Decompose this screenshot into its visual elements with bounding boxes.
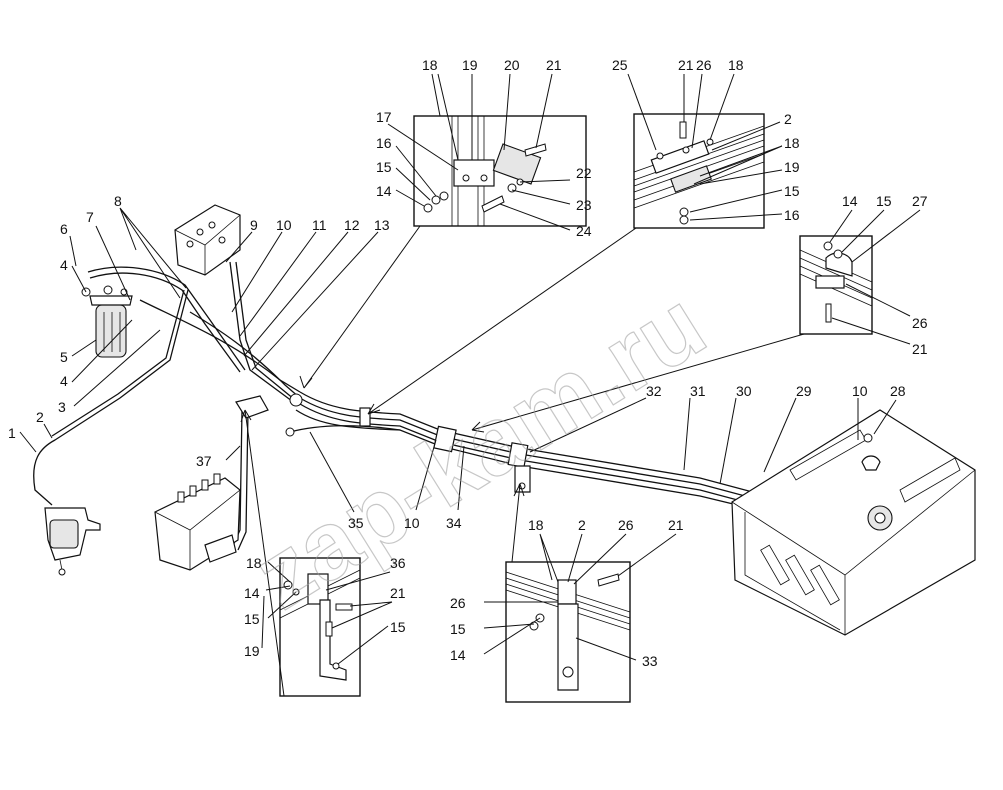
callout-label: 18 (784, 135, 800, 151)
callout-label: 21 (546, 57, 562, 73)
injection-pump (174, 204, 241, 276)
callout-label: 10 (404, 515, 420, 531)
callout-label: 19 (784, 159, 800, 175)
callout-label: 30 (736, 383, 752, 399)
callout-label: 28 (890, 383, 906, 399)
tube-end-fitting (285, 427, 295, 437)
callout-label: 15 (244, 611, 260, 627)
callout-label: 14 (842, 193, 858, 209)
callout-label: 24 (576, 223, 592, 239)
detail-frame-4 (240, 409, 361, 697)
callout-label: 23 (576, 197, 592, 213)
engine-block (154, 473, 241, 571)
callout-label: 15 (784, 183, 800, 199)
callout-label: 1 (8, 425, 16, 441)
callout-label: 26 (618, 517, 634, 533)
callout-label: 19 (462, 57, 478, 73)
callout-label: 25 (612, 57, 628, 73)
callout-label: 17 (376, 109, 392, 125)
callout-label: 15 (450, 621, 466, 637)
callout-label: 27 (912, 193, 928, 209)
callout-label: 26 (912, 315, 928, 331)
coarse-fuel-filter (44, 507, 101, 576)
callout-label: 37 (196, 453, 212, 469)
callout-label: 2 (578, 517, 586, 533)
callout-label: 16 (376, 135, 392, 151)
callout-label: 12 (344, 217, 360, 233)
callout-label: 6 (60, 221, 68, 237)
callout-label: 14 (244, 585, 260, 601)
callout-label: 10 (276, 217, 292, 233)
callout-label: 19 (244, 643, 260, 659)
fuel-lines (33, 261, 865, 551)
fuel-tank (731, 409, 976, 636)
callout-label: 15 (876, 193, 892, 209)
fine-fuel-filter (81, 285, 133, 358)
callout-label: 4 (60, 373, 68, 389)
callout-labels: 1 2 3 4 4 5 6 7 8 9 10 11 12 13 35 10 34… (8, 57, 928, 669)
callout-label: 34 (446, 515, 462, 531)
callout-label: 8 (114, 193, 122, 209)
watermark: zap-kam.ru (236, 270, 723, 629)
callout-label: 11 (312, 217, 327, 233)
callout-label: 35 (348, 515, 364, 531)
callout-label: 3 (58, 399, 66, 415)
callout-label: 26 (450, 595, 466, 611)
callout-label: 14 (376, 183, 392, 199)
callout-label: 18 (528, 517, 544, 533)
callout-label: 21 (678, 57, 694, 73)
callout-label: 36 (390, 555, 406, 571)
callout-label: 15 (376, 159, 392, 175)
callout-label: 18 (422, 57, 438, 73)
detail-frame-5 (505, 483, 631, 703)
callout-leaders (19, 73, 921, 665)
callout-label: 15 (390, 619, 406, 635)
callout-label: 31 (690, 383, 706, 399)
callout-label: 22 (576, 165, 592, 181)
callout-label: 21 (668, 517, 684, 533)
callout-label: 26 (696, 57, 712, 73)
detail-frame-3 (471, 235, 873, 433)
callout-label: 21 (390, 585, 406, 601)
callout-label: 18 (728, 57, 744, 73)
callout-label: 5 (60, 349, 68, 365)
callout-label: 16 (784, 207, 800, 223)
callout-label: 20 (504, 57, 520, 73)
callout-label: 29 (796, 383, 812, 399)
callout-label: 2 (36, 409, 44, 425)
callout-label: 18 (246, 555, 262, 571)
callout-label: 2 (784, 111, 792, 127)
detail-frame-2 (367, 113, 765, 415)
callout-label: 21 (912, 341, 928, 357)
callout-label: 13 (374, 217, 390, 233)
callout-label: 7 (86, 209, 94, 225)
callout-label: 9 (250, 217, 258, 233)
callout-label: 14 (450, 647, 466, 663)
detail-frame-1 (299, 115, 587, 389)
callout-label: 4 (60, 257, 68, 273)
callout-label: 32 (646, 383, 662, 399)
callout-label: 10 (852, 383, 868, 399)
callout-label: 33 (642, 653, 658, 669)
